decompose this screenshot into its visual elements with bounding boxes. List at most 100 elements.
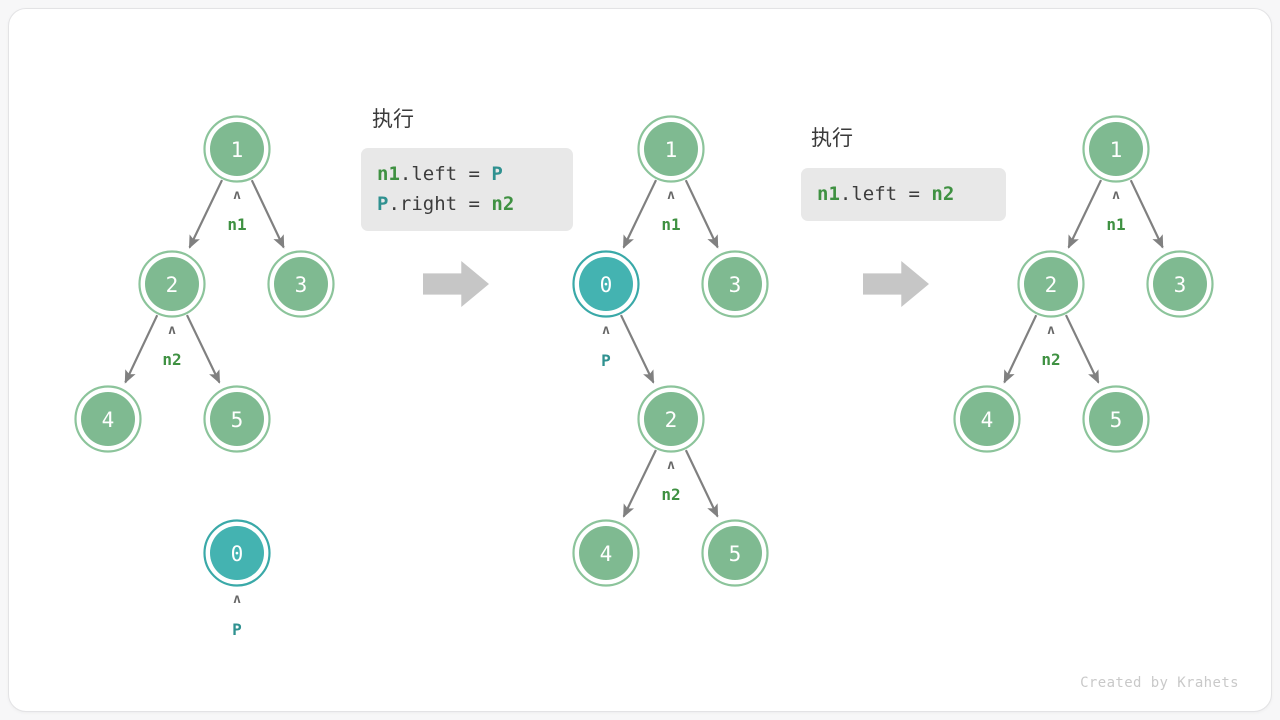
node-value: 1: [231, 138, 244, 162]
pointer-label: n2: [1041, 350, 1060, 369]
pointer-label: P: [601, 351, 611, 370]
node-outer-ring: [701, 250, 769, 318]
pointer-caret-icon: ʌ: [602, 323, 610, 338]
tree-edge: [124, 314, 159, 384]
node-body: [708, 526, 762, 580]
tree-node-2[interactable]: 2: [138, 250, 206, 318]
pointer-caret-icon: ʌ: [1047, 323, 1055, 338]
node-value: 3: [1174, 273, 1187, 297]
node-outer-ring: [1082, 385, 1150, 453]
node-value: 2: [1045, 273, 1058, 297]
code-token: P: [491, 163, 503, 185]
tree-node-5[interactable]: 5: [1082, 385, 1150, 453]
tree-node-5[interactable]: 5: [701, 519, 769, 587]
pointer-n2: ʌ n2: [661, 458, 680, 504]
node-body: [1089, 392, 1143, 446]
tree-node-0[interactable]: 0: [203, 519, 271, 587]
pointer-caret-icon: ʌ: [667, 188, 675, 203]
tree-edge: [1129, 179, 1164, 249]
node-value: 2: [166, 273, 179, 297]
step-transition-arrow-icon: [423, 261, 489, 307]
tree-node-3[interactable]: 3: [701, 250, 769, 318]
node-outer-ring: [138, 250, 206, 318]
step-transition-arrow-icon: [863, 261, 929, 307]
code-token: n2: [491, 193, 515, 215]
tree-node-2[interactable]: 2: [1017, 250, 1085, 318]
code-line: n1.left = n2: [817, 179, 990, 209]
node-value: 5: [231, 408, 244, 432]
code-line: P.right = n2: [377, 189, 557, 219]
tree-edge: [250, 179, 285, 249]
tree-edge: [185, 314, 221, 384]
pointer-caret-icon: ʌ: [233, 188, 241, 203]
node-outer-ring: [267, 250, 335, 318]
node-body: [274, 257, 328, 311]
tree-edge: [684, 449, 719, 518]
pointer-label: n2: [661, 485, 680, 504]
node-outer-ring: [637, 115, 705, 183]
node-body: [210, 526, 264, 580]
pointer-caret-icon: ʌ: [1112, 188, 1120, 203]
pointer-P: ʌP: [601, 323, 611, 370]
exec-label: 执行: [811, 126, 853, 150]
pointer-label: P: [232, 620, 242, 639]
node-body: [1089, 122, 1143, 176]
node-outer-ring: [637, 385, 705, 453]
node-value: 3: [295, 273, 308, 297]
tree-node-3[interactable]: 3: [1146, 250, 1214, 318]
code-token: P: [377, 193, 389, 215]
pointer-n1: ʌ n1: [227, 188, 246, 234]
pointer-caret-icon: ʌ: [667, 458, 675, 473]
node-outer-ring: [203, 115, 271, 183]
node-body: [81, 392, 135, 446]
pointer-label: n1: [227, 215, 246, 234]
code-token: .right =: [388, 193, 492, 215]
tree-node-4[interactable]: 4: [74, 385, 142, 453]
tree-edge: [1067, 179, 1103, 249]
tree-node-3[interactable]: 3: [267, 250, 335, 318]
node-body: [644, 122, 698, 176]
node-outer-ring: [1017, 250, 1085, 318]
tree-node-1[interactable]: 1: [1082, 115, 1150, 183]
exec-label: 执行: [372, 107, 414, 131]
node-body: [145, 257, 199, 311]
tree-node-2[interactable]: 2: [637, 385, 705, 453]
code-token: .left =: [399, 163, 492, 185]
code-snippet-box: n1.left = n2: [801, 168, 1006, 221]
code-token: n2: [931, 183, 955, 205]
tree-node-1[interactable]: 1: [637, 115, 705, 183]
tree-node-5[interactable]: 5: [203, 385, 271, 453]
node-outer-ring: [953, 385, 1021, 453]
tree-edge: [622, 179, 658, 249]
node-outer-ring: [74, 385, 142, 453]
tree-edge: [684, 179, 719, 249]
node-outer-ring: [1146, 250, 1214, 318]
pointer-P: ʌP: [232, 592, 242, 639]
code-token: .left =: [839, 183, 932, 205]
pointer-label: n1: [661, 215, 680, 234]
tree-node-4[interactable]: 4: [572, 519, 640, 587]
code-token: n1: [817, 183, 840, 205]
node-body: [1153, 257, 1207, 311]
node-body: [210, 392, 264, 446]
tree-node-4[interactable]: 4: [953, 385, 1021, 453]
node-value: 4: [600, 542, 613, 566]
pointer-label: n1: [1106, 215, 1125, 234]
pointer-caret-icon: ʌ: [233, 592, 241, 607]
node-value: 4: [102, 408, 115, 432]
node-value: 0: [231, 542, 244, 566]
tree-node-1[interactable]: 1: [203, 115, 271, 183]
code-line: n1.left = P: [377, 159, 557, 189]
tree-node-0[interactable]: 0: [572, 250, 640, 318]
node-outer-ring: [701, 519, 769, 587]
tree-edge: [622, 449, 657, 518]
tree-edges-layer: [124, 179, 1164, 518]
node-value: 1: [1110, 138, 1123, 162]
tree-edge: [1003, 314, 1038, 384]
tree-edge: [619, 314, 655, 384]
